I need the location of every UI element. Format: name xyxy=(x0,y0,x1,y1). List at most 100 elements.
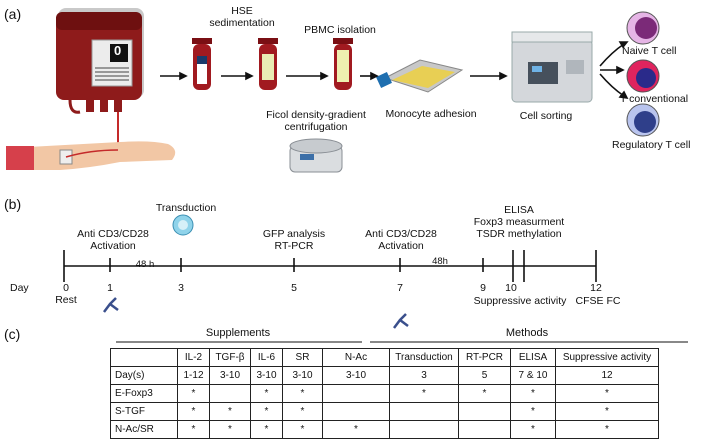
hse-label: HSE sedimentation xyxy=(209,5,274,29)
elisa-line2: Foxp3 measurment xyxy=(473,216,565,229)
activation2-label: Anti CD3/CD28 Activation xyxy=(365,228,437,252)
sorting-label: Cell sorting xyxy=(519,110,573,122)
conventional-label: T conventional xyxy=(620,93,689,105)
activation1-line1: Anti CD3/CD28 xyxy=(77,228,149,240)
panel-b-label: (b) xyxy=(4,196,22,212)
hse-line1: HSE xyxy=(231,5,253,17)
table-cell xyxy=(389,402,459,421)
interval-48h-1: 48 h xyxy=(135,259,155,270)
supplements-header: Supplements xyxy=(205,327,271,339)
table-cell: * xyxy=(209,420,251,439)
table-cell: * xyxy=(282,384,323,403)
table-cell: 12 xyxy=(555,366,659,385)
table-cell xyxy=(389,420,459,439)
table-header-cell: RT-PCR xyxy=(458,348,511,367)
t-conventional-icon xyxy=(626,59,660,93)
table-cell: * xyxy=(177,420,210,439)
table-cell: * xyxy=(209,402,251,421)
table-cell: 3-10 xyxy=(250,366,283,385)
table-cell: * xyxy=(250,402,283,421)
day-9: 9 xyxy=(480,282,486,294)
table-row: E-Foxp3 * * * * * * * xyxy=(110,384,659,403)
elisa-line1: ELISA xyxy=(504,204,534,216)
day-5: 5 xyxy=(291,282,297,294)
hse-line2: sedimentation xyxy=(209,17,275,30)
regulatory-t-cell-icon xyxy=(626,103,660,137)
naive-label: Naive T cell xyxy=(622,45,677,57)
gfp-line2: RT-PCR xyxy=(274,240,314,253)
pbmc-label: PBMC isolation xyxy=(304,24,376,36)
ficol-line2: centrifugation xyxy=(284,121,348,134)
table-header-row: IL-2 TGF-β IL-6 SR N-Ac Transduction RT-… xyxy=(110,348,659,367)
cell-sorter-icon xyxy=(511,31,593,103)
table-header-cell: IL-6 xyxy=(250,348,283,367)
activation2-line1: Anti CD3/CD28 xyxy=(365,228,437,240)
panel-c-label: (c) xyxy=(4,326,21,342)
timeline xyxy=(63,214,597,329)
elisa-line3: TSDR methylation xyxy=(476,228,562,241)
table-cell: * xyxy=(282,420,323,439)
activation1-label: Anti CD3/CD28 Activation xyxy=(77,228,149,252)
table-cell: * xyxy=(510,384,556,403)
supplements-table: IL-2 TGF-β IL-6 SR N-Ac Transduction RT-… xyxy=(110,348,659,439)
table-cell: * xyxy=(510,402,556,421)
bag-number: 0 xyxy=(114,43,122,58)
flow-arrows xyxy=(160,41,629,100)
cfse-label: CFSE FC xyxy=(575,295,621,307)
table-header-cell: IL-2 xyxy=(177,348,210,367)
regulatory-label: Regulatory T cell xyxy=(612,139,691,151)
table-header-cell: N-Ac xyxy=(322,348,390,367)
table-cell: * xyxy=(555,402,659,421)
transduction-label: Transduction xyxy=(155,202,217,214)
table-header-cell: Transduction xyxy=(389,348,459,367)
table-row-header: Day(s) xyxy=(110,366,178,385)
table-cell: * xyxy=(555,420,659,439)
day-12: 12 xyxy=(590,282,602,294)
culture-flask-icon xyxy=(376,59,464,93)
table-cell: * xyxy=(282,402,323,421)
tube-pbmc-icon xyxy=(333,38,353,90)
table-cell xyxy=(322,384,390,403)
arm-icon xyxy=(6,141,176,170)
ficol-label: Ficol density-gradient centrifugation xyxy=(266,109,366,133)
table-row: N-Ac/SR * * * * * * * xyxy=(110,420,659,439)
table-cell xyxy=(322,402,390,421)
day-0-num: 0 xyxy=(63,282,69,294)
table-row: S-TGF * * * * * * xyxy=(110,402,659,421)
day-1: 1 xyxy=(107,282,113,294)
table-cell: * xyxy=(322,420,390,439)
activation2-line2: Activation xyxy=(378,240,424,253)
virus-icon xyxy=(172,214,194,236)
table-cell: * xyxy=(555,384,659,403)
day-0: 0 Rest xyxy=(55,282,77,306)
table-cell: * xyxy=(389,384,459,403)
day-7: 7 xyxy=(397,282,403,294)
table-cell: * xyxy=(250,420,283,439)
panel-a-illustration xyxy=(6,8,660,173)
table-cell xyxy=(458,402,511,421)
table-cell: 3-10 xyxy=(322,366,390,385)
table-header-cell: TGF-β xyxy=(209,348,251,367)
table-cell: 3 xyxy=(389,366,459,385)
naive-t-cell-icon xyxy=(626,11,660,45)
gfp-line1: GFP analysis xyxy=(262,228,326,240)
methods-header: Methods xyxy=(505,327,549,339)
table-header-cell: ELISA xyxy=(510,348,556,367)
interval-48h-2: 48h xyxy=(432,256,448,267)
table-cell: * xyxy=(510,420,556,439)
activation1-line2: Activation xyxy=(90,240,136,253)
day-10: 10 xyxy=(505,282,517,294)
antibody-icon-day1 xyxy=(103,297,119,313)
day-3: 3 xyxy=(178,282,184,294)
day-label: Day xyxy=(10,282,29,294)
table-cell: 1-12 xyxy=(177,366,210,385)
table-row-header: E-Foxp3 xyxy=(110,384,178,403)
table-header-cell: SR xyxy=(282,348,323,367)
table-cell xyxy=(209,384,251,403)
blood-bag-icon xyxy=(56,8,144,150)
table-row-header: S-TGF xyxy=(110,402,178,421)
table-row: Day(s) 1-12 3-10 3-10 3-10 3-10 3 5 7 & … xyxy=(110,366,659,385)
centrifuge-icon xyxy=(289,138,343,173)
gfp-label: GFP analysis RT-PCR xyxy=(263,228,325,252)
